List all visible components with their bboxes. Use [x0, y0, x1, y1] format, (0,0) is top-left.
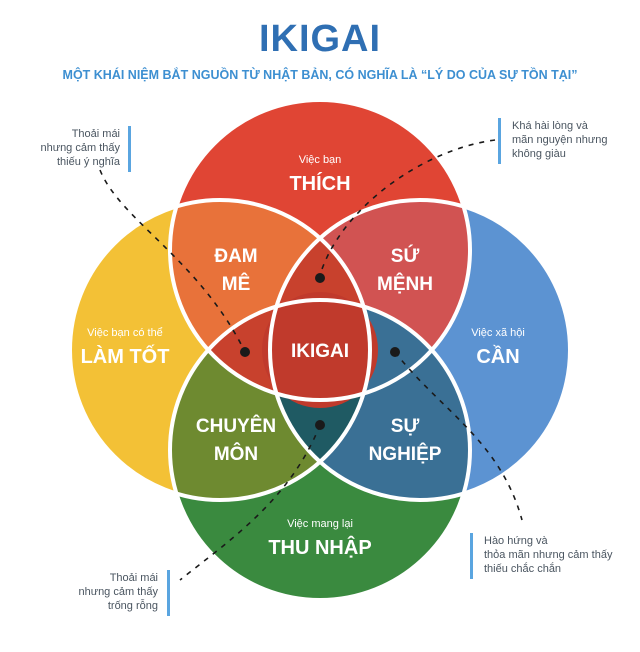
label-needs-small: Việc xã hội — [471, 327, 525, 339]
note-bottom-right-line: thỏa mãn nhưng cảm thấy — [484, 549, 613, 561]
note-top-left: Thoải mái nhưng cảm thấy thiếu ý nghĩa — [10, 127, 120, 169]
label-profession-2: MÔN — [214, 443, 258, 465]
dot-bottom-right — [390, 347, 400, 357]
note-top-right-line: mãn nguyện nhưng — [512, 134, 608, 146]
overlap-top-left-bottom — [170, 300, 370, 400]
note-bar-bottom-left — [167, 570, 170, 616]
overlap-left-bottom-right — [270, 300, 370, 500]
label-passion-2: MÊ — [222, 273, 251, 295]
label-mission-2: MỆNH — [377, 273, 433, 295]
dot-bottom-left — [315, 420, 325, 430]
note-bottom-right-line: thiếu chắc chắn — [484, 563, 562, 575]
connector-bottom-right — [394, 351, 523, 521]
ikigai-center — [262, 292, 378, 408]
note-bar-bottom-right — [470, 533, 473, 579]
label-mission-1: SỨ — [391, 245, 420, 267]
note-top-left-line: nhưng cảm thấy — [40, 142, 120, 154]
note-bottom-left-line: Thoải mái — [109, 572, 158, 584]
page-title: IKIGAI — [258, 18, 382, 60]
label-vocation-1: SỰ — [391, 416, 420, 437]
label-ikigai-center: IKIGAI — [291, 341, 349, 362]
label-paid-small: Việc mang lại — [287, 518, 353, 530]
page-subtitle: MỘT KHÁI NIỆM BẮT NGUỒN TỪ NHẬT BẢN, CÓ … — [62, 68, 578, 82]
note-bar-top-left — [128, 126, 131, 172]
note-bar-top-right — [498, 118, 501, 164]
note-bottom-left: Thoải mái nhưng cảm thấy trống rỗng — [40, 571, 158, 613]
connector-bottom-left — [179, 424, 321, 581]
label-profession-1: CHUYÊN — [196, 415, 276, 437]
note-top-right-line: không giàu — [512, 148, 566, 160]
note-top-left-line: Thoải mái — [71, 128, 120, 140]
note-bottom-right: Hào hứng và thỏa mãn nhưng cảm thấy thiế… — [484, 534, 634, 576]
note-top-left-line: thiếu ý nghĩa — [57, 156, 120, 168]
overlap-top-right-left — [270, 200, 370, 400]
label-paid-big: THU NHẬP — [268, 535, 371, 559]
note-bottom-right-line: Hào hứng và — [484, 535, 548, 547]
label-vocation-2: NGHIỆP — [369, 443, 442, 465]
note-top-right: Khá hài lòng và mãn nguyện nhưng không g… — [512, 119, 637, 161]
note-top-right-line: Khá hài lòng và — [512, 120, 588, 132]
note-bottom-left-line: trống rỗng — [107, 600, 158, 612]
note-bottom-left-line: nhưng cảm thấy — [78, 586, 158, 598]
label-passion-1: ĐAM — [214, 246, 257, 267]
label-love-big: THÍCH — [289, 172, 350, 195]
label-needs-big: CẦN — [476, 345, 519, 368]
label-good-at-big: LÀM TỐT — [81, 344, 170, 368]
dot-top-left — [240, 347, 250, 357]
label-love-small: Việc bạn — [299, 154, 342, 166]
label-good-at-small: Việc bạn có thể — [87, 327, 163, 339]
dot-top-right — [315, 273, 325, 283]
